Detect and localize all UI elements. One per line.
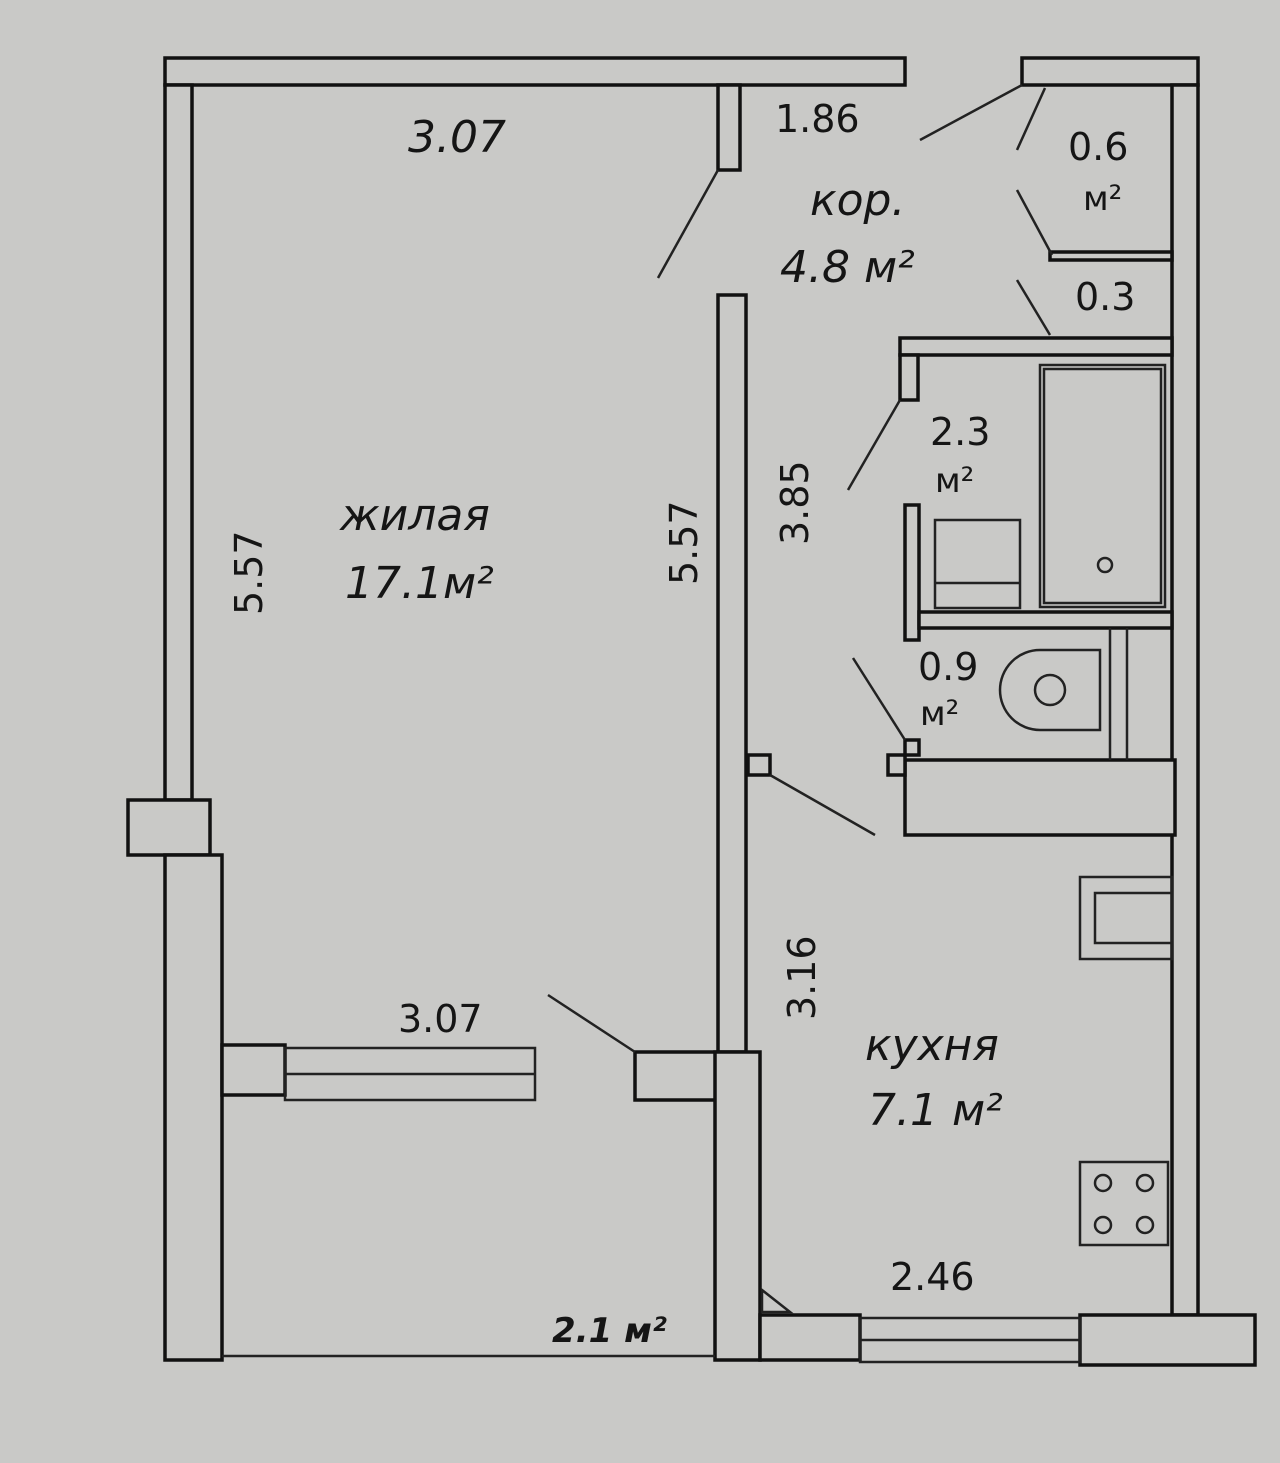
closet-area-value: 0.6 bbox=[1068, 125, 1128, 169]
living-room-name: жилая bbox=[339, 490, 490, 541]
dim-niche: 0.3 bbox=[1075, 275, 1135, 319]
stove bbox=[1078, 1160, 1170, 1247]
dim-corridor-top: 1.86 bbox=[775, 97, 860, 141]
dim-corridor-side: 3.85 bbox=[773, 460, 817, 545]
corridor-name: кор. bbox=[810, 175, 905, 226]
toilet bbox=[998, 648, 1102, 732]
balcony-area: 2.1 м² bbox=[552, 1311, 667, 1351]
kitchen-name: кухня bbox=[865, 1020, 999, 1071]
closet-area-unit: м² bbox=[1083, 179, 1122, 219]
dim-living-left: 5.57 bbox=[227, 530, 271, 615]
living-room-area: 17.1м² bbox=[345, 558, 494, 609]
dim-kitchen-left: 3.16 bbox=[780, 935, 824, 1020]
fixtures bbox=[933, 363, 1174, 1247]
toilet-area-unit: м² bbox=[920, 694, 959, 734]
corridor-area: 4.8 м² bbox=[780, 242, 915, 293]
bathroom-area-value: 2.3 bbox=[930, 410, 990, 454]
bathtub-drain bbox=[1096, 556, 1114, 574]
kitchen-area: 7.1 м² bbox=[868, 1085, 1003, 1136]
dim-living-bottom: 3.07 bbox=[398, 997, 483, 1041]
walls bbox=[126, 56, 1257, 1367]
bathroom-sink bbox=[933, 518, 1022, 610]
dim-kitchen-bottom: 2.46 bbox=[890, 1255, 975, 1299]
toilet-area-value: 0.9 bbox=[918, 645, 978, 689]
dim-living-top: 3.07 bbox=[408, 112, 506, 163]
doors bbox=[547, 83, 1054, 1314]
dim-living-right: 5.57 bbox=[662, 500, 706, 585]
bathtub bbox=[1038, 363, 1167, 609]
bathroom-area-unit: м² bbox=[935, 461, 974, 501]
windows bbox=[222, 1046, 1082, 1364]
